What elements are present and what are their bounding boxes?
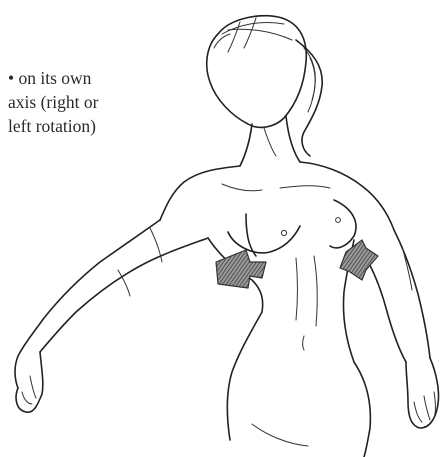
neck-outline (240, 116, 300, 166)
head-outline (207, 16, 322, 156)
left-arm-outline (15, 220, 208, 412)
rotation-arrow-right (340, 240, 378, 280)
torso-outline (160, 162, 394, 457)
rotation-arrow-left (216, 250, 266, 288)
